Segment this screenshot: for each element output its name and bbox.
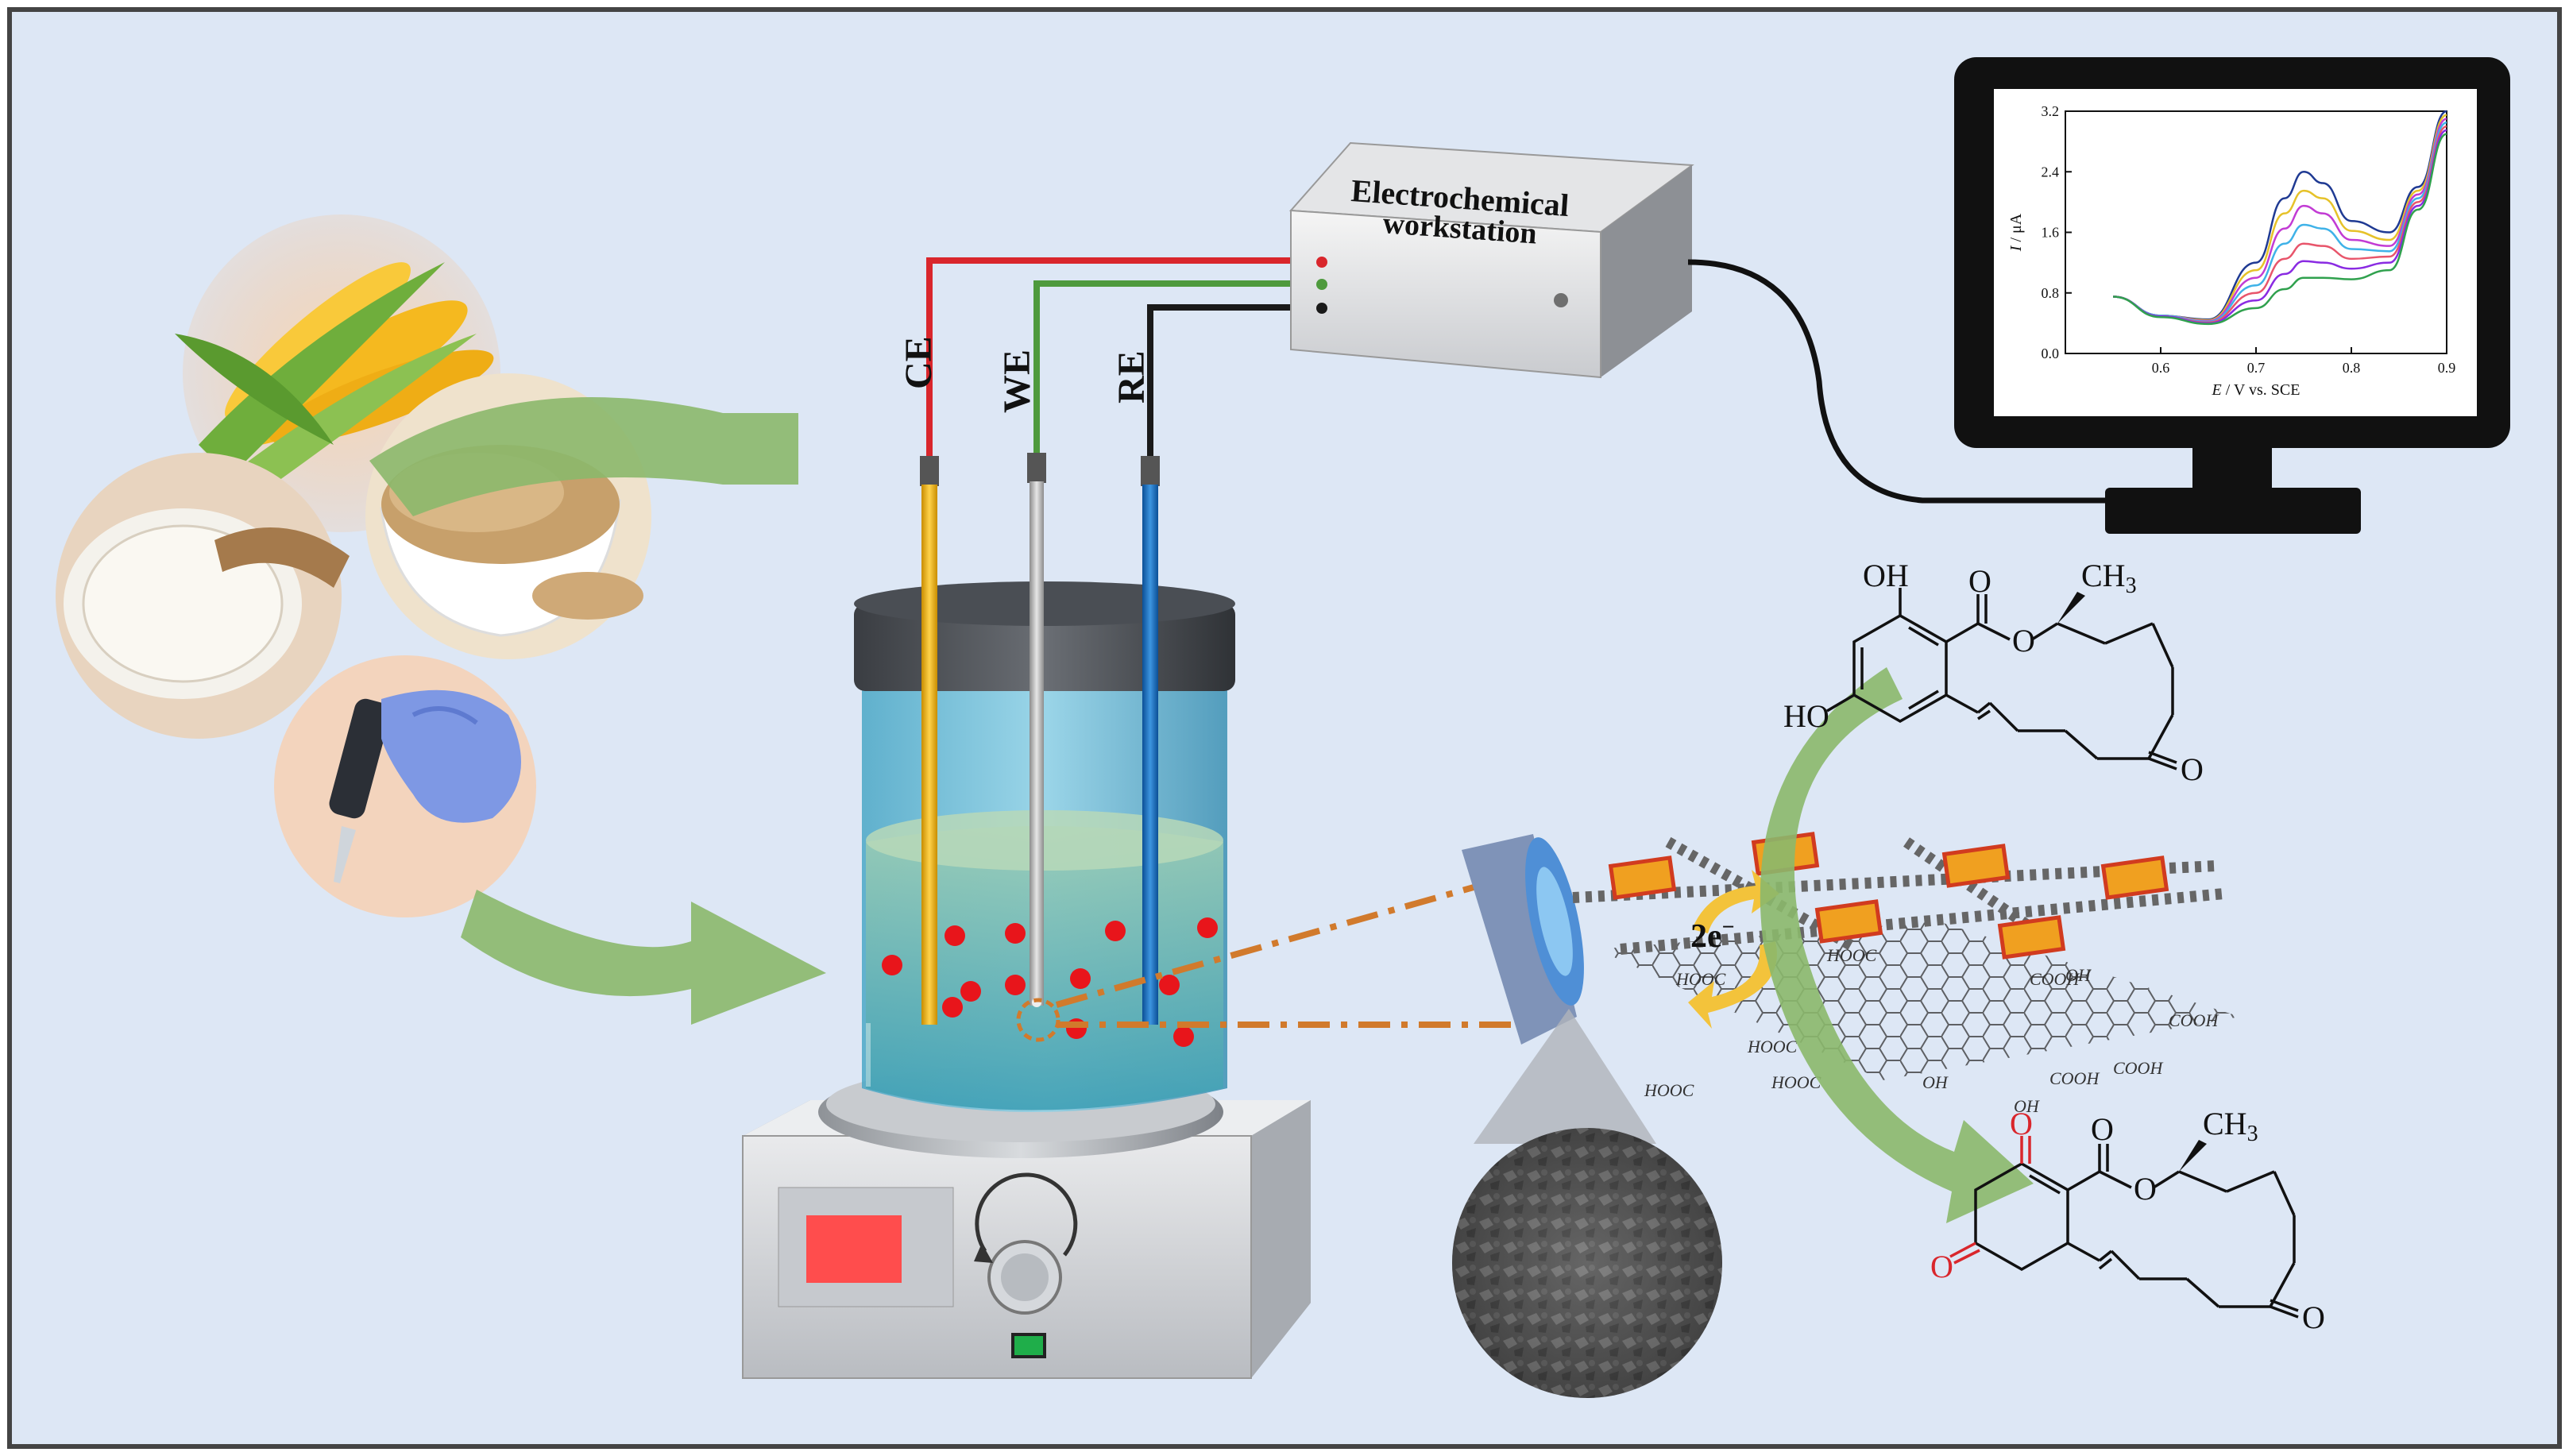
rice-icon: [64, 508, 350, 699]
svg-text:OH: OH: [2065, 965, 2092, 985]
x-tick-label: 0.6: [2152, 360, 2170, 376]
modified-electrode-disc: [1462, 834, 1584, 1045]
svg-text:O: O: [2181, 751, 2204, 787]
cell-liquid: [866, 826, 1223, 1110]
molecule-zearalenone: [1826, 588, 2177, 770]
stereo-wedge-top: [2057, 592, 2085, 624]
y-tick-label: 0.0: [2042, 346, 2060, 361]
we-label: WE: [996, 350, 1038, 413]
svg-text:COOH: COOH: [2113, 1058, 2163, 1078]
wire-re: [1147, 304, 1319, 461]
y-tick-label: 0.8: [2042, 285, 2060, 301]
green-arrow-bottom: [461, 890, 826, 1025]
zoom-line-top: [1055, 879, 1495, 1008]
molecule-zearalenone-labels: OH O O HO CH3 O: [1783, 558, 2204, 787]
electron-arrow-bottom: [1688, 941, 1777, 1029]
x-tick-label: 0.7: [2247, 360, 2266, 376]
svg-text:HOOC: HOOC: [1675, 969, 1726, 989]
y-tick-label: 1.6: [2042, 225, 2060, 241]
electrochemical-workstation: Electrochemical workstation: [1288, 141, 1694, 379]
graphene-functional-groups: HOOC HOOC COOH COOH OH COOH HOOC HOOC CO…: [1644, 945, 2219, 1116]
oxidized-carbonyls: [1949, 1136, 2031, 1265]
svg-text:COOH: COOH: [2049, 1068, 2100, 1088]
cv-series-line: [2112, 133, 2447, 326]
computer-monitor: 0.6 0.7 0.8 0.9 0.0 0.8 1.6 2.4 3.2 E / V vs. SCE…: [1954, 57, 2510, 534]
svg-text:HOOC: HOOC: [1826, 945, 1877, 965]
svg-text:COOH: COOH: [2030, 969, 2080, 989]
green-arrow-top: [369, 397, 798, 516]
cell-lid: [854, 604, 1235, 691]
wire-we: [1033, 280, 1319, 461]
svg-text:O: O: [1968, 563, 1991, 599]
svg-text:HO: HO: [1783, 698, 1829, 734]
svg-text:HOOC: HOOC: [1747, 1037, 1798, 1056]
svg-text:O: O: [2091, 1111, 2114, 1147]
molecule-oxidized-labels: O O O O CH3 O: [1930, 1106, 2325, 1335]
y-tick-label: 2.4: [2042, 164, 2060, 180]
wire-ce: [926, 257, 1319, 461]
re-label: RE: [1111, 350, 1153, 404]
corn-icon: [175, 262, 494, 492]
electron-arrow-top: [1692, 870, 1779, 933]
molecule-oxidized-product: [1974, 1144, 2299, 1319]
svg-text:CH3: CH3: [2081, 558, 2137, 598]
stirrer-power-switch[interactable]: [1011, 1333, 1046, 1358]
x-axis-label: E / V vs. SCE: [2212, 381, 2301, 399]
svg-text:COOH: COOH: [2169, 1010, 2219, 1030]
svg-text:OH: OH: [2014, 1096, 2040, 1116]
electrode-wires: [926, 257, 1319, 461]
x-tick-label: 0.8: [2343, 360, 2361, 376]
svg-text:HOOC: HOOC: [1644, 1080, 1694, 1100]
svg-text:O: O: [2012, 623, 2035, 658]
stirrer-display: [806, 1215, 902, 1283]
svg-text:O: O: [1930, 1249, 1953, 1284]
cv-chart: 0.6 0.7 0.8 0.9 0.0 0.8 1.6 2.4 3.2 E / V vs. SCE…: [2007, 103, 2455, 399]
reference-electrode: [1141, 456, 1160, 1025]
svg-text:O: O: [2010, 1106, 2033, 1141]
rotate-arrow-icon: [975, 1172, 1078, 1257]
svg-text:HOOC: HOOC: [1771, 1072, 1821, 1092]
y-tick-label: 3.2: [2042, 103, 2060, 119]
working-electrode: [1027, 453, 1046, 1007]
ce-label: CE: [898, 336, 940, 389]
svg-text:CH3: CH3: [2203, 1106, 2258, 1146]
svg-text:O: O: [2134, 1171, 2157, 1207]
magnetic-stirrer: [742, 1066, 1311, 1379]
svg-text:O: O: [2302, 1300, 2325, 1335]
sem-spotlight: [1474, 1009, 1656, 1144]
svg-text:OH: OH: [1863, 558, 1909, 593]
pipette-icon: [329, 689, 521, 883]
reaction-arrow: [1760, 667, 2034, 1223]
x-tick-label: 0.9: [2438, 360, 2456, 376]
svg-text:OH: OH: [1922, 1072, 1949, 1092]
stereo-wedge-bottom: [2179, 1140, 2207, 1172]
y-axis-label: I / μA: [2007, 213, 2025, 252]
monitor-cable: [1687, 259, 2105, 504]
electron-label: 2e−: [1690, 915, 1735, 955]
electrode-surface-highlight: [1016, 998, 1060, 1042]
electrochemical-cell: [854, 581, 1235, 1112]
counter-electrode: [920, 456, 939, 1025]
